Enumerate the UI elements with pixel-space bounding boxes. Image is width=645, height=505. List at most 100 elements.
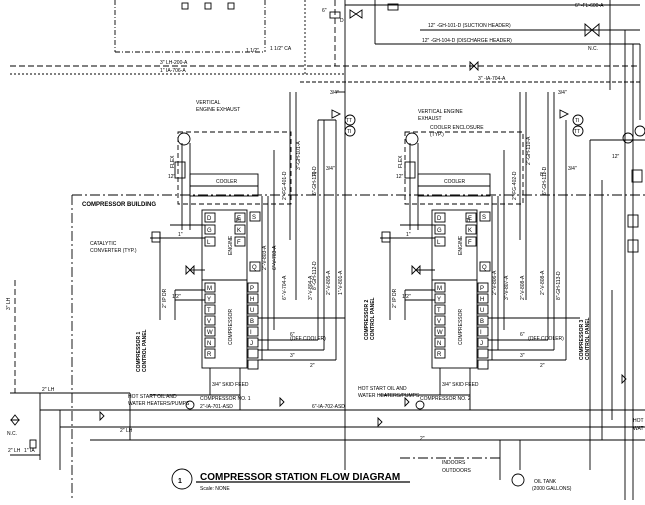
letter-k-1: K [237, 228, 241, 234]
size-12in-2: 12" [396, 174, 404, 180]
size-ipdr-1: 2" IP DR [162, 288, 168, 308]
size-12in-1: 12" [168, 174, 176, 180]
label-3lh-left: 3" LH [6, 297, 12, 310]
letter-b-2: B [480, 319, 484, 325]
letter-m-2: M [437, 286, 442, 292]
label-2lh-small: 2" LH [8, 448, 21, 454]
letter-t-2: T [437, 308, 441, 314]
vline-f2: 6"-V-704-A [282, 275, 288, 300]
label-suction: 12" -GH-101-D (SUCTION HEADER) [428, 23, 511, 29]
label-flex-2: FLEX [398, 155, 404, 168]
letter-s-1: S [252, 215, 256, 221]
label-cooler-1: COOLER [216, 179, 238, 185]
letter-f-1: F [237, 240, 241, 246]
letter-p-1: P [250, 286, 254, 292]
letter-e-2: E [468, 216, 472, 222]
vline-c3: 2"-V-805-A [326, 270, 332, 295]
vline-a3: 3"-GH-101-A [296, 141, 302, 170]
size-6in-1: 6" [290, 332, 295, 338]
letter-i-1: I [250, 330, 252, 336]
letter-l-1: L [207, 240, 211, 246]
label-d-top: D [340, 18, 344, 24]
label-enclosure: COOLER ENCLOSURE (TYP.) [430, 125, 485, 138]
vline-b2: 6"-GH-111-D [542, 166, 548, 195]
panel-2-line1: COMPRESSOR 2 [364, 299, 370, 340]
panel-3-line1: COMPRESSOR 3 [579, 319, 585, 360]
vline-c4: 1"-V-801-A [338, 270, 344, 295]
label-hotstart-2: HOT START OIL AND WATER HEATERS/PUMPS [358, 386, 420, 399]
label-skid-1: 3/4" SKID FEED [212, 382, 249, 388]
vline-a2: 6"-GH-110-D [312, 166, 318, 195]
letter-e-1: E [237, 216, 241, 222]
label-skid-2: 3/4" SKID FEED [442, 382, 479, 388]
letter-d-2: D [437, 216, 442, 222]
label-engine-1: ENGINE [228, 235, 234, 255]
letter-t-1: T [207, 308, 211, 314]
letter-l-2: L [437, 240, 441, 246]
inst-tt-2: TT [574, 129, 580, 135]
letter-g-2: G [437, 228, 442, 234]
size-2in-2: 2" [540, 363, 545, 369]
label-ia706: 1" IA-706-A [160, 68, 186, 74]
letter-v-1: V [207, 319, 211, 325]
letter-k-2: K [468, 228, 472, 234]
letter-j-2: J [480, 341, 483, 347]
size-ipdr-2: 2" IP DR [392, 288, 398, 308]
size-1-5in: 1 1/2" [246, 48, 259, 54]
vline-f1: 6"-V-703-A [272, 245, 278, 270]
label-ca: 1 1/2" CA [270, 46, 292, 52]
size-8in-1: 8" [312, 172, 317, 178]
vline-d3: 2"-V-808-A [540, 270, 546, 295]
vline-b1: 2"-FG-402-D [512, 171, 518, 200]
size-2in-1: 2" [310, 363, 315, 369]
size-1in-2: 1" [406, 232, 411, 238]
vline-e1: 2"-V-808-A [520, 275, 526, 300]
letter-y-1: Y [207, 297, 211, 303]
letter-n-1: N [207, 341, 211, 347]
inst-pi-1: PI [236, 218, 241, 224]
letter-q-2: Q [482, 265, 487, 271]
inst-tt-1: TT [346, 118, 352, 124]
letter-f-2: F [468, 240, 472, 246]
exhaust-1-line1: VERTICAL [196, 100, 221, 106]
label-lh200: 3" LH-200-A [160, 60, 188, 66]
label-outdoors: OUTDOORS [442, 468, 472, 474]
letter-r-2: R [437, 352, 442, 358]
building-label: COMPRESSOR BUILDING [82, 202, 156, 208]
size-1in-1: 1" [178, 232, 183, 238]
panel-3-line2: CONTROL PANEL [585, 317, 591, 360]
detail-number: 1 [178, 478, 182, 485]
vline-e2: 8"-GH-113-D [556, 271, 562, 300]
letter-m-1: M [207, 286, 212, 292]
label-hotstart-1: HOT START OIL AND WATER HEATERS/PUMPS [128, 394, 190, 407]
label-comp-no2: COMPRESSOR NO. 2 [420, 396, 471, 402]
size-3q-1: 3/4" [330, 90, 339, 96]
size-6in-2: 6" [520, 332, 525, 338]
letter-p-2: P [480, 286, 484, 292]
label-discharge: 12" -GH-104-D (DISCHARGE HEADER) [422, 38, 512, 44]
label-exhaust-1: VERTICAL ENGINE EXHAUST [196, 100, 240, 113]
label-hot: HOT [633, 418, 644, 424]
label-exhaust-2: VERTICAL ENGINE EXHAUST [418, 109, 464, 122]
label-cooler-2: COOLER [444, 179, 466, 185]
label-fl600: 6" -FL-600-A [575, 3, 604, 9]
exhaust-1-line2: ENGINE EXHAUST [196, 107, 240, 113]
letter-n-2: N [437, 341, 441, 347]
letter-w-2: W [437, 330, 443, 336]
letter-u-2: U [480, 308, 484, 314]
letter-s-2: S [482, 215, 486, 221]
vline-c2: 3"-V-804-A [308, 275, 314, 300]
inst-ti-1: TI [347, 129, 351, 135]
label-nc-left: N.C. [7, 431, 17, 437]
label-2in-bottom: 2" [420, 436, 425, 442]
label-offcooler-2: (OFF COOLER) [528, 336, 564, 342]
vline-e3: 8"-GH-112-D [312, 261, 318, 290]
letter-i-2: I [480, 330, 482, 336]
vline-a1: 2"-FG-401-D [282, 171, 288, 200]
size-6in-top: 6" [322, 8, 327, 14]
detail-number-circle [171, 468, 193, 490]
label-wat: WAT [633, 426, 644, 432]
letter-y-2: Y [437, 297, 441, 303]
size-3q-2: 3/4" [558, 90, 567, 96]
letter-w-1: W [207, 330, 213, 336]
